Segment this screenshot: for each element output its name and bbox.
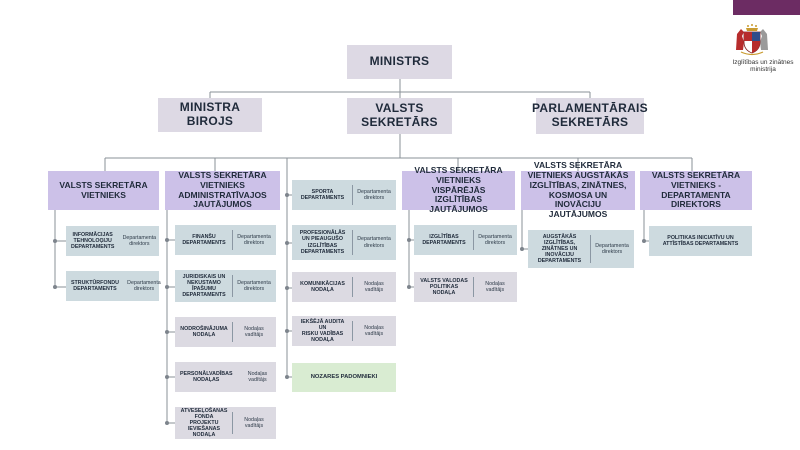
divider — [352, 185, 353, 205]
connector-dot — [53, 239, 57, 243]
unit-name: NODROŠINĀJUMA NODAĻA — [180, 325, 228, 338]
minister-label: MINISTRS — [369, 54, 430, 69]
unit-role: Departamenta direktors — [237, 233, 271, 246]
divider — [232, 230, 233, 250]
connector-dot — [165, 421, 169, 425]
unit-role: Nodaļas vadītājs — [247, 370, 268, 383]
state-secretary-box: VALSTS SEKRETĀRS — [347, 98, 452, 134]
unit-sector-advisors: NOZARES PADOMNIEKI — [292, 363, 396, 392]
divider — [352, 277, 353, 297]
unit-sports-department: SPORTA DEPARTAMENTS Departamenta direkto… — [292, 180, 396, 210]
unit-provision-section: NODROŠINĀJUMA NODAĻA Nodaļas vadītājs — [175, 317, 276, 347]
unit-name: ATVESEĻOŠANAS FONDA PROJEKTU IEVIEŠANAS … — [180, 407, 228, 439]
unit-vocational-education-department: PROFESIONĀLĀS UN PIEAUGUŠO IZGLĪTĪBAS DE… — [292, 225, 396, 260]
vice-secretary-3: VALSTS SEKRETĀRA VIETNIEKS VISPĀRĒJĀS IZ… — [402, 165, 515, 214]
vice-secretary-2-label: VALSTS SEKRETĀRA VIETNIEKS ADMINISTRATĪV… — [178, 169, 267, 210]
unit-role: Departamenta direktors — [127, 279, 161, 292]
divider — [590, 235, 591, 263]
parliamentary-secretary-box: PARLAMENTĀRAIS SEKRETĀRS — [532, 98, 648, 134]
vice-secretary-4: VALSTS SEKRETĀRA VIETNIEKS AUGSTĀKĀS IZG… — [521, 160, 635, 219]
connector-dot — [165, 238, 169, 242]
connector-dot — [285, 286, 289, 290]
divider — [473, 230, 474, 250]
unit-name: NOZARES PADOMNIEKI — [310, 374, 378, 381]
unit-personnel-section: PERSONĀLVADĪBAS NODAĻAS Nodaļas vadītājs — [175, 362, 276, 392]
vice-secretary-5: VALSTS SEKRETĀRA VIETNIEKS - DEPARTAMENT… — [640, 169, 752, 210]
unit-finance-department: FINANŠU DEPARTAMENTS Departamenta direkt… — [175, 225, 276, 255]
unit-name: POLITIKAS INICIATĪVU UN ATTĪSTĪBAS DEPAR… — [662, 234, 739, 247]
unit-state-language-section: VALSTS VALODAS POLITIKAS NODAĻA Nodaļas … — [414, 272, 517, 302]
parliamentary-secretary-label: PARLAMENTĀRAIS SEKRETĀRS — [532, 101, 648, 129]
unit-role: Departamenta direktors — [595, 242, 629, 255]
unit-role: Nodaļas vadītājs — [244, 325, 264, 338]
connector-dot — [285, 193, 289, 197]
unit-name: PERSONĀLVADĪBAS NODAĻAS — [180, 370, 233, 383]
vice-secretary-4-label: VALSTS SEKRETĀRA VIETNIEKS AUGSTĀKĀS IZG… — [527, 160, 629, 220]
unit-name: KOMUNIKĀCIJAS NODAĻA — [300, 280, 345, 293]
connector-dot — [642, 239, 646, 243]
connector-dot — [407, 238, 411, 242]
connector-dot — [520, 247, 524, 251]
minister-office-label: MINISTRA BIROJS — [179, 100, 241, 128]
divider — [473, 277, 474, 297]
vice-secretary-1: VALSTS SEKRETĀRA VIETNIEKS — [48, 171, 159, 210]
unit-name: FINANŠU DEPARTAMENTS — [182, 233, 226, 246]
unit-name: IEKŠĒJĀ AUDITA UN RISKU VADĪBAS NODAĻA — [300, 318, 345, 344]
unit-role: Departamenta direktors — [357, 236, 391, 249]
connector-dot — [407, 285, 411, 289]
unit-role: Departamenta direktors — [122, 234, 157, 247]
unit-role: Nodaļas vadītājs — [485, 280, 505, 293]
connector-dot — [165, 375, 169, 379]
unit-communication-section: KOMUNIKĀCIJAS NODAĻA Nodaļas vadītājs — [292, 272, 396, 302]
connector-dot — [285, 329, 289, 333]
vice-secretary-5-label: VALSTS SEKRETĀRA VIETNIEKS - DEPARTAMENT… — [651, 169, 741, 210]
unit-legal-property-department: JURIDISKAIS UN NEKUSTAMO ĪPAŠUMU DEPARTA… — [175, 270, 276, 302]
unit-name: JURIDISKAIS UN NEKUSTAMO ĪPAŠUMU DEPARTA… — [182, 273, 226, 299]
unit-higher-education-department: AUGSTĀKĀS IZGLĪTĪBAS, ZINĀTNES UN INOVĀC… — [528, 230, 634, 268]
unit-it-department: INFORMĀCIJAS TEHNOLOĢIJU DEPARTAMENTS De… — [66, 226, 159, 256]
divider — [232, 412, 233, 434]
divider — [352, 230, 353, 255]
ministry-name: Izglītības un zinātnes ministrija — [732, 59, 794, 74]
connector-dot — [285, 375, 289, 379]
unit-policy-initiatives-department: POLITIKAS INICIATĪVU UN ATTĪSTĪBAS DEPAR… — [649, 226, 752, 256]
minister-box: MINISTRS — [347, 45, 452, 79]
unit-education-department: IZGLĪTĪBAS DEPARTAMENTS Departamenta dir… — [414, 225, 517, 255]
unit-role: Departamenta direktors — [478, 233, 512, 246]
connector-dot — [285, 241, 289, 245]
divider — [232, 275, 233, 297]
minister-office-box: MINISTRA BIROJS — [158, 98, 262, 132]
unit-role: Nodaļas vadītājs — [364, 280, 384, 293]
unit-name: STRUKTŪRFONDU DEPARTAMENTS — [71, 279, 119, 292]
unit-role: Departamenta direktors — [237, 279, 271, 292]
connector-dot — [165, 330, 169, 334]
unit-recovery-fund-section: ATVESEĻOŠANAS FONDA PROJEKTU IEVIEŠANAS … — [175, 407, 276, 439]
vice-secretary-3-label: VALSTS SEKRETĀRA VIETNIEKS VISPĀRĒJĀS IZ… — [414, 165, 503, 215]
vice-secretary-1-label: VALSTS SEKRETĀRA VIETNIEKS — [59, 179, 148, 200]
vice-secretary-2: VALSTS SEKRETĀRA VIETNIEKS ADMINISTRATĪV… — [165, 169, 280, 210]
unit-role: Nodaļas vadītājs — [364, 324, 384, 337]
unit-structural-funds-department: STRUKTŪRFONDU DEPARTAMENTS Departamenta … — [66, 271, 161, 301]
unit-name: VALSTS VALODAS POLITIKAS NODAĻA — [420, 277, 468, 297]
unit-role: Nodaļas vadītājs — [244, 416, 264, 429]
divider — [352, 321, 353, 341]
unit-name: INFORMĀCIJAS TEHNOLOĢIJU DEPARTAMENTS — [71, 231, 115, 251]
brand-bar — [733, 0, 800, 15]
unit-name: IZGLĪTĪBAS DEPARTAMENTS — [422, 233, 466, 246]
unit-internal-audit-section: IEKŠĒJĀ AUDITA UN RISKU VADĪBAS NODAĻA N… — [292, 316, 396, 346]
unit-name: SPORTA DEPARTAMENTS — [300, 188, 345, 201]
state-secretary-label: VALSTS SEKRETĀRS — [361, 101, 438, 129]
unit-name: PROFESIONĀLĀS UN PIEAUGUŠO IZGLĪTĪBAS DE… — [299, 230, 346, 255]
unit-name: AUGSTĀKĀS IZGLĪTĪBAS, ZINĀTNES UN INOVĀC… — [537, 233, 582, 265]
unit-role: Departamenta direktors — [357, 188, 391, 201]
connector-dot — [165, 285, 169, 289]
divider — [232, 322, 233, 342]
coat-of-arms-icon — [736, 24, 768, 56]
connector-dot — [53, 285, 57, 289]
